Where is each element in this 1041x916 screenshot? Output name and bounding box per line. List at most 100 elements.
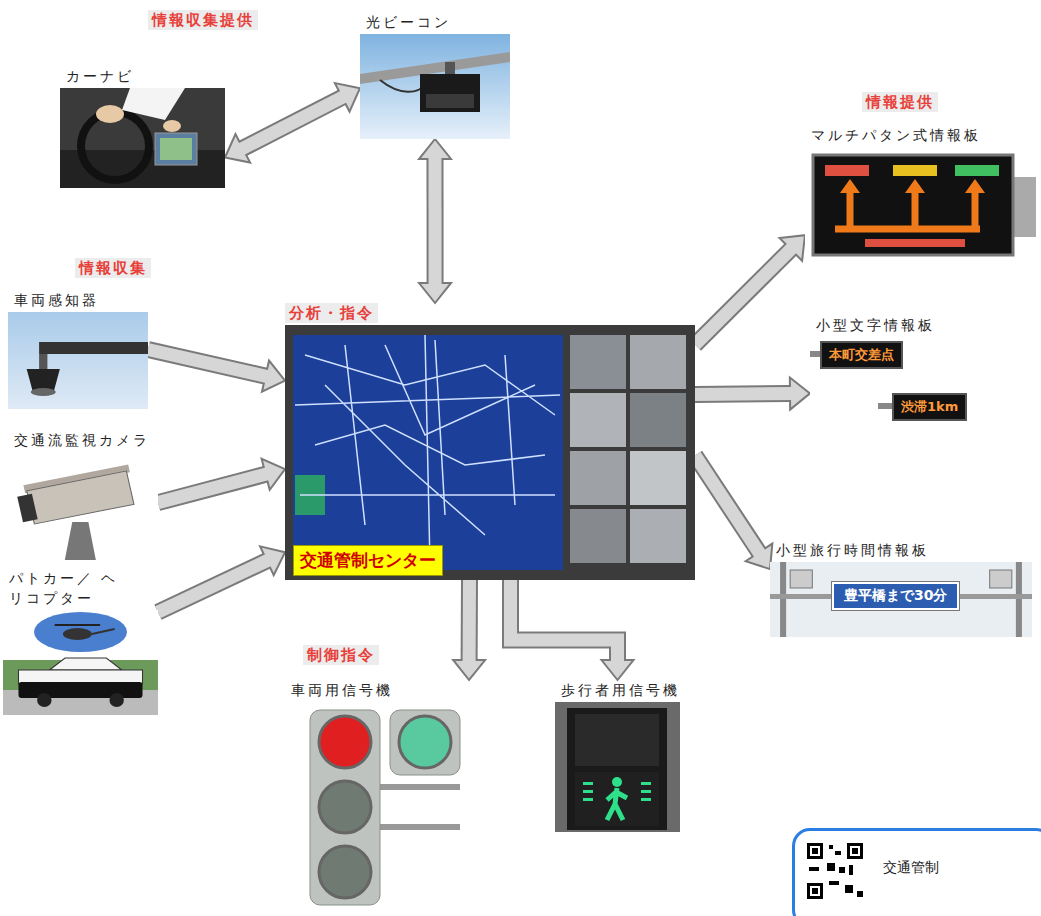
detector-illustration-part <box>8 312 148 409</box>
arrow-shaft <box>158 560 270 613</box>
arrow-shaft <box>158 474 269 503</box>
center-illustration-part <box>630 393 686 447</box>
travel-illustration-part <box>790 570 812 588</box>
photo-caption: カーナビ <box>60 66 225 86</box>
photo-caption: マルチパタン式情報板 <box>805 125 1036 145</box>
qr-code-icon-part <box>810 846 820 856</box>
photo-caption: 光ビーコン <box>360 12 510 32</box>
section-label: 情報収集 <box>75 258 151 278</box>
ped-illustration-part <box>583 790 593 793</box>
detector-illustration-part <box>39 342 148 354</box>
sign-text: 豊平橋まで30分 <box>832 582 959 610</box>
qr-code-icon-part <box>809 867 819 871</box>
ped-illustration-part <box>641 790 651 793</box>
qr-code-icon-part <box>827 863 835 871</box>
photo-area: 本町交差点渋滞1km <box>810 337 1010 427</box>
signal-illustration <box>285 702 500 907</box>
patrol-illustration <box>3 610 158 715</box>
sign-text: 渋滞1km <box>892 393 967 421</box>
multi-illustration-part <box>972 191 979 229</box>
multi-illustration-part <box>912 191 919 229</box>
camera-illustration-part <box>15 465 137 527</box>
multi-illustration-part <box>835 226 980 233</box>
block-arrow <box>419 139 451 303</box>
photo-node: 光ビーコン <box>360 12 510 139</box>
sign-text: 交通管制センター <box>293 545 443 576</box>
travel-illustration-part <box>780 562 786 637</box>
block-arrow <box>158 459 285 503</box>
center-illustration-part <box>630 509 686 563</box>
photo-area <box>60 88 225 188</box>
photo-caption: パトカー／ ヘリコプター <box>3 568 127 608</box>
center-illustration-part <box>630 451 686 505</box>
qr-code-icon-part <box>857 891 863 897</box>
patrol-illustration-part <box>92 629 115 634</box>
photo-area <box>8 312 148 409</box>
travel-illustration-part <box>1016 562 1022 637</box>
ped-illustration-part <box>641 782 651 785</box>
qr-code-icon-part <box>849 865 853 875</box>
ped-illustration-part <box>555 702 680 832</box>
signal-illustration-part <box>319 716 371 768</box>
ped-illustration <box>555 702 680 832</box>
beacon-illustration-part <box>360 34 510 139</box>
carnavi-illustration-part <box>122 88 185 120</box>
patrol-illustration-part <box>19 670 143 684</box>
qr-code-icon-part <box>807 843 823 859</box>
multi-illustration-part <box>905 179 925 193</box>
photo-caption: 車両感知器 <box>8 290 148 310</box>
center-illustration-part <box>570 509 626 563</box>
camera-illustration-part <box>17 494 37 522</box>
qr-code-icon-part <box>847 843 863 859</box>
block-arrow <box>158 546 285 612</box>
photo-node: 小型文字情報板本町交差点渋滞1km <box>810 315 1010 427</box>
ped-illustration-part <box>612 777 622 787</box>
photo-node: パトカー／ ヘリコプター <box>3 568 158 715</box>
photo-node: カーナビ <box>60 66 225 188</box>
patrol-illustration-part <box>55 624 100 626</box>
detector-illustration <box>8 312 148 409</box>
qr-code-icon-part <box>810 886 820 896</box>
carnavi-illustration <box>60 88 225 188</box>
photo-area <box>555 702 680 832</box>
multi-illustration-part <box>955 165 999 176</box>
multi-illustration <box>805 147 1036 272</box>
block-arrow <box>148 350 285 392</box>
qr-caption: 交通管制 <box>883 859 939 877</box>
photo-caption: 交通流監視カメラ <box>8 430 158 450</box>
arrow-shaft <box>240 96 345 150</box>
beacon-illustration-part <box>426 94 474 108</box>
center-illustration <box>285 325 695 580</box>
signal-illustration-part <box>399 716 451 768</box>
patrol-illustration-part <box>34 612 127 652</box>
ped-illustration-part <box>583 798 593 801</box>
section-label: 情報提供 <box>862 92 938 112</box>
qr-box: 交通管制 <box>792 828 1041 916</box>
photo-node: 車両感知器 <box>8 290 148 409</box>
photo-area <box>805 147 1036 272</box>
ped-illustration-part <box>583 782 593 785</box>
multi-illustration-part <box>805 147 1036 272</box>
photo-node: 小型旅行時間情報板豊平橋まで30分 <box>770 540 1032 637</box>
photo-area <box>285 702 500 907</box>
carnavi-illustration-part <box>163 120 181 132</box>
qr-code-icon-part <box>829 845 833 849</box>
signal-illustration-part <box>380 824 460 830</box>
photo-area <box>360 34 510 139</box>
multi-illustration-part <box>813 155 1013 255</box>
qr-code-icon-part <box>829 881 839 885</box>
multi-illustration-part <box>893 165 937 176</box>
photo-area <box>3 610 158 715</box>
qr-code-icon-part <box>812 888 818 894</box>
multi-illustration-part <box>965 179 985 193</box>
patrol-illustration-part <box>109 693 123 707</box>
photo-node: 分析・指令交通管制センター <box>285 303 695 580</box>
photo-caption: 小型文字情報板 <box>810 315 1010 335</box>
travel-illustration-part <box>770 562 1032 637</box>
qr-code-icon-part <box>812 848 818 854</box>
signal-illustration-part <box>310 710 380 905</box>
camera-illustration-part <box>65 522 96 560</box>
camera-illustration <box>8 452 158 562</box>
photo-area: 豊平橋まで30分 <box>770 562 1032 637</box>
ped-illustration-part <box>575 772 659 826</box>
